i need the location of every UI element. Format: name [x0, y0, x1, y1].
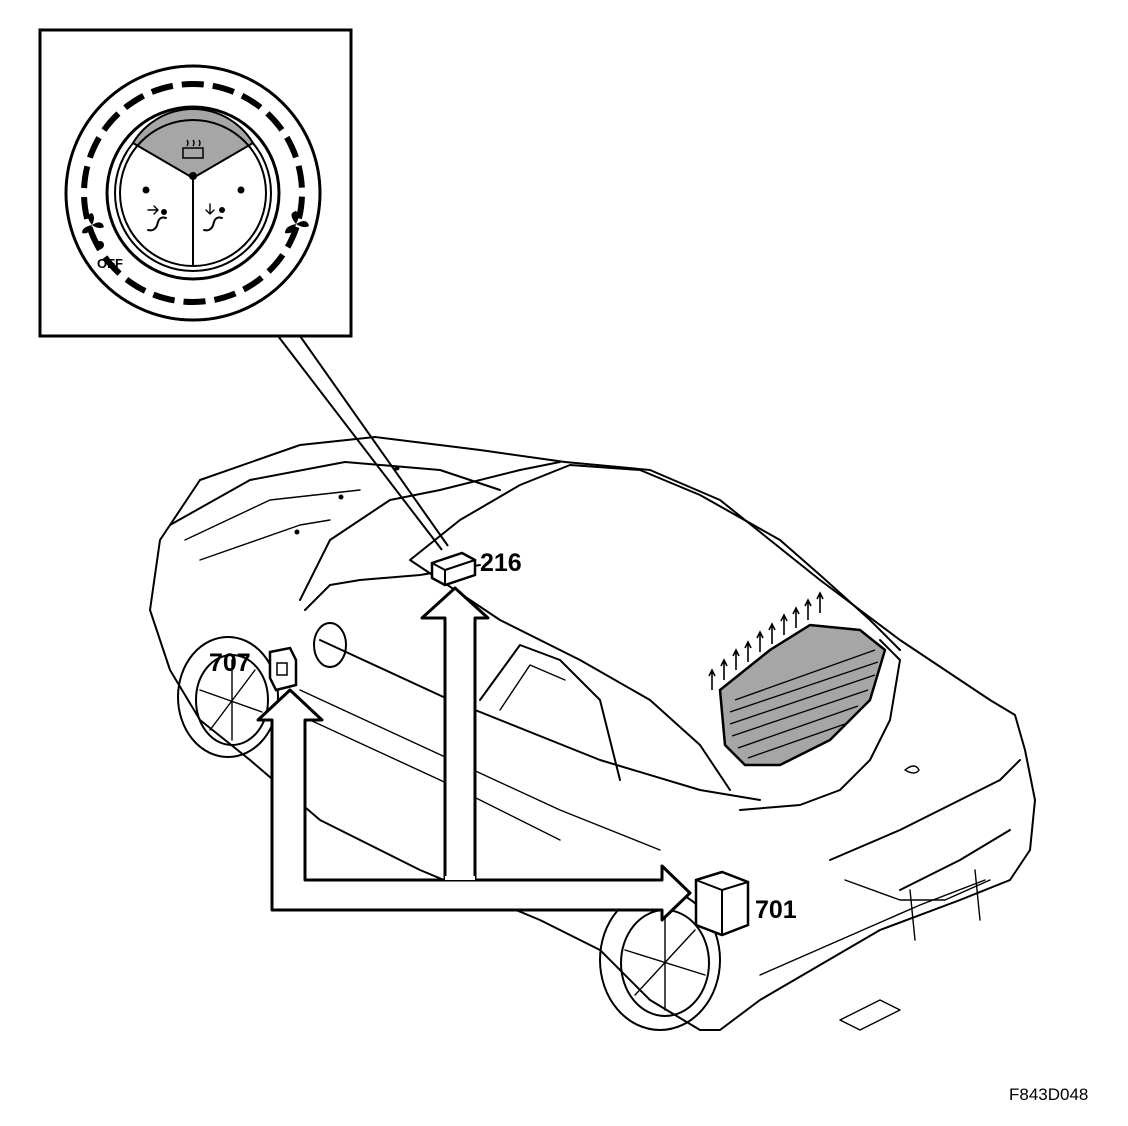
rear-window-heating-elements [729, 649, 879, 759]
component-701-label: 701 [755, 896, 797, 924]
component-701: 701 [694, 870, 797, 937]
fan-low-icon [82, 213, 104, 234]
car-illustration [149, 436, 1036, 1031]
off-label: OFF [97, 256, 123, 271]
signal-flow-arrows [256, 586, 692, 922]
heat-rise-arrows [708, 591, 824, 690]
side-mirror [313, 622, 347, 668]
component-216: 216 [430, 549, 522, 587]
component-707-label: 707 [209, 649, 251, 677]
arrow-707-to-701 [256, 688, 692, 922]
air-to-face-icon [147, 205, 167, 232]
rear-window-defroster-icon [182, 139, 204, 159]
component-707: 707 [209, 646, 298, 692]
rear-window-heated [718, 623, 887, 767]
control-panel-callout: OFF [38, 28, 449, 551]
figure-code: F843D048 [1009, 1085, 1088, 1104]
fan-high-icon [285, 211, 309, 234]
climate-control-knob: OFF [64, 64, 322, 322]
front-wheel [177, 636, 279, 758]
arrow-216-to-701 [420, 586, 490, 882]
air-to-floor-icon [203, 203, 225, 232]
component-216-label: 216 [480, 549, 522, 577]
